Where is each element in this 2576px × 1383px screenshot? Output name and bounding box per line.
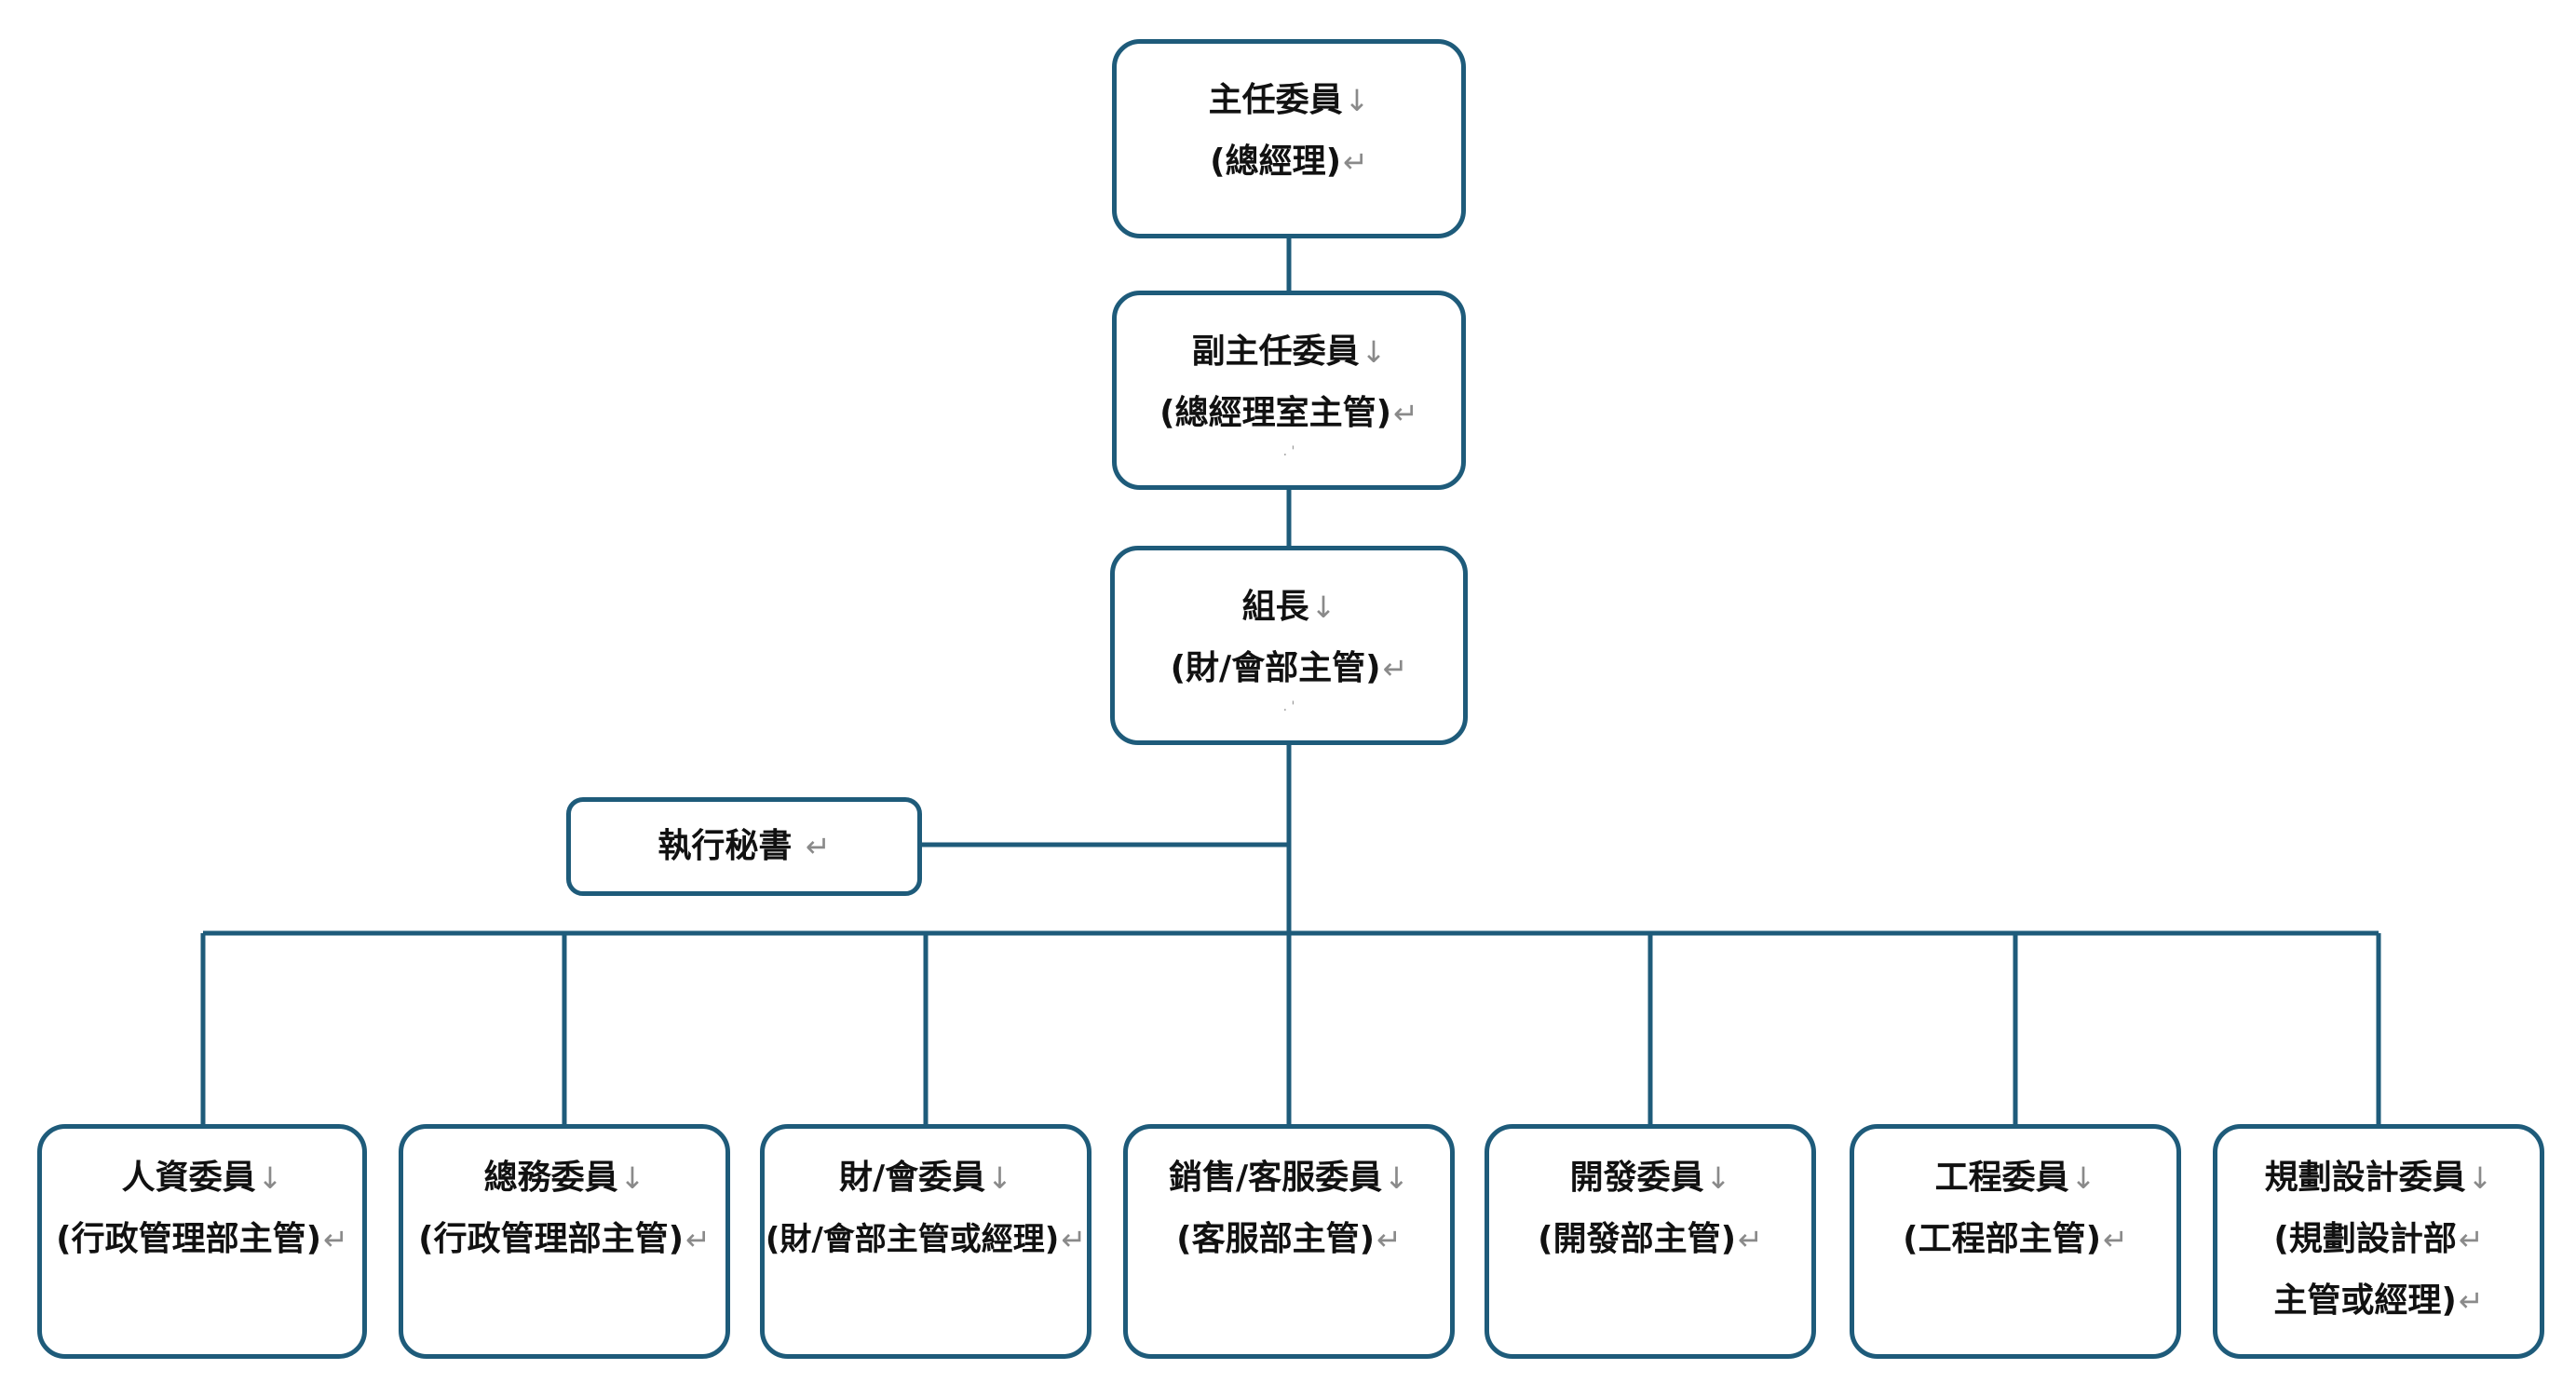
general-affairs-member-title: 總務委員 xyxy=(483,1159,618,1197)
hr-member-subtitle: (行政管理部主管) xyxy=(56,1220,322,1258)
line-break-mark: ↓ xyxy=(257,1160,283,1196)
node-executive-secretary: 執行秘書 ↵ xyxy=(566,797,922,896)
node-general-affairs-member: 總務委員↓ (行政管理部主管)↵ xyxy=(399,1124,730,1359)
engineering-member-subtitle: (工程部主管) xyxy=(1903,1220,2102,1258)
line-break-mark: ↓ xyxy=(2467,1160,2493,1196)
engineering-member-title: 工程委員 xyxy=(1934,1159,2069,1197)
paragraph-mark: ↵ xyxy=(2458,1283,2484,1319)
paragraph-mark: ↵ xyxy=(1343,144,1368,180)
node-planning-design-member: 規劃設計委員↓ (規劃設計部↵ 主管或經理)↵ xyxy=(2213,1124,2544,1359)
dot-marks: . ' xyxy=(1282,699,1295,714)
chief-member-subtitle: (總經理) xyxy=(1210,142,1342,181)
paragraph-mark: ↵ xyxy=(1738,1222,1763,1257)
node-chief-member: 主任委員↓ (總經理)↵ xyxy=(1112,39,1466,238)
paragraph-mark: ↵ xyxy=(685,1222,711,1257)
team-leader-subtitle: (財/會部主管) xyxy=(1170,649,1381,687)
chief-member-title: 主任委員 xyxy=(1208,81,1343,119)
paragraph-mark: ↵ xyxy=(1061,1222,1087,1257)
paragraph-mark: ↵ xyxy=(2458,1222,2484,1257)
node-hr-member: 人資委員↓ (行政管理部主管)↵ xyxy=(37,1124,367,1359)
dot-marks: . ' xyxy=(1282,444,1295,459)
deputy-chief-member-title: 副主任委員 xyxy=(1191,332,1360,371)
hr-member-title: 人資委員 xyxy=(121,1159,256,1197)
node-development-member: 開發委員↓ (開發部主管)↵ xyxy=(1485,1124,1816,1359)
paragraph-mark: ↵ xyxy=(1376,1222,1402,1257)
executive-secretary-title: 執行秘書 xyxy=(658,827,804,865)
node-team-leader: 組長↓ (財/會部主管)↵ . ' xyxy=(1110,546,1468,745)
paragraph-mark: ↵ xyxy=(1382,651,1408,686)
line-break-mark: ↓ xyxy=(1344,83,1370,118)
finance-member-subtitle: (財/會部主管或經理) xyxy=(765,1221,1060,1258)
line-break-mark: ↓ xyxy=(1361,334,1387,370)
line-break-mark: ↓ xyxy=(1310,590,1336,625)
line-break-mark: ↓ xyxy=(2070,1160,2096,1196)
development-member-title: 開發委員 xyxy=(1569,1159,1704,1197)
sales-service-member-title: 銷售/客服委員 xyxy=(1169,1159,1383,1197)
paragraph-mark: ↵ xyxy=(1393,396,1418,431)
node-deputy-chief-member: 副主任委員↓ (總經理室主管)↵ . ' xyxy=(1112,291,1466,490)
planning-design-member-subtitle-1: (規劃設計部 xyxy=(2273,1220,2457,1258)
planning-design-member-subtitle-2: 主管或經理) xyxy=(2273,1281,2457,1320)
node-sales-service-member: 銷售/客服委員↓ (客服部主管)↵ xyxy=(1123,1124,1455,1359)
sales-service-member-subtitle: (客服部主管) xyxy=(1176,1220,1376,1258)
node-engineering-member: 工程委員↓ (工程部主管)↵ xyxy=(1850,1124,2181,1359)
paragraph-mark: ↵ xyxy=(805,829,831,864)
line-break-mark: ↓ xyxy=(619,1160,645,1196)
line-break-mark: ↓ xyxy=(1705,1160,1731,1196)
deputy-chief-member-subtitle: (總經理室主管) xyxy=(1159,394,1392,432)
finance-member-title: 財/會委員 xyxy=(839,1159,986,1197)
line-break-mark: ↓ xyxy=(1384,1160,1409,1196)
paragraph-mark: ↵ xyxy=(2103,1222,2128,1257)
development-member-subtitle: (開發部主管) xyxy=(1538,1220,1737,1258)
paragraph-mark: ↵ xyxy=(323,1222,348,1257)
line-break-mark: ↓ xyxy=(987,1160,1012,1196)
general-affairs-member-subtitle: (行政管理部主管) xyxy=(418,1220,685,1258)
planning-design-member-title: 規劃設計委員 xyxy=(2264,1159,2466,1197)
team-leader-title: 組長 xyxy=(1241,588,1309,626)
node-finance-member: 財/會委員↓ (財/會部主管或經理)↵ xyxy=(760,1124,1091,1359)
